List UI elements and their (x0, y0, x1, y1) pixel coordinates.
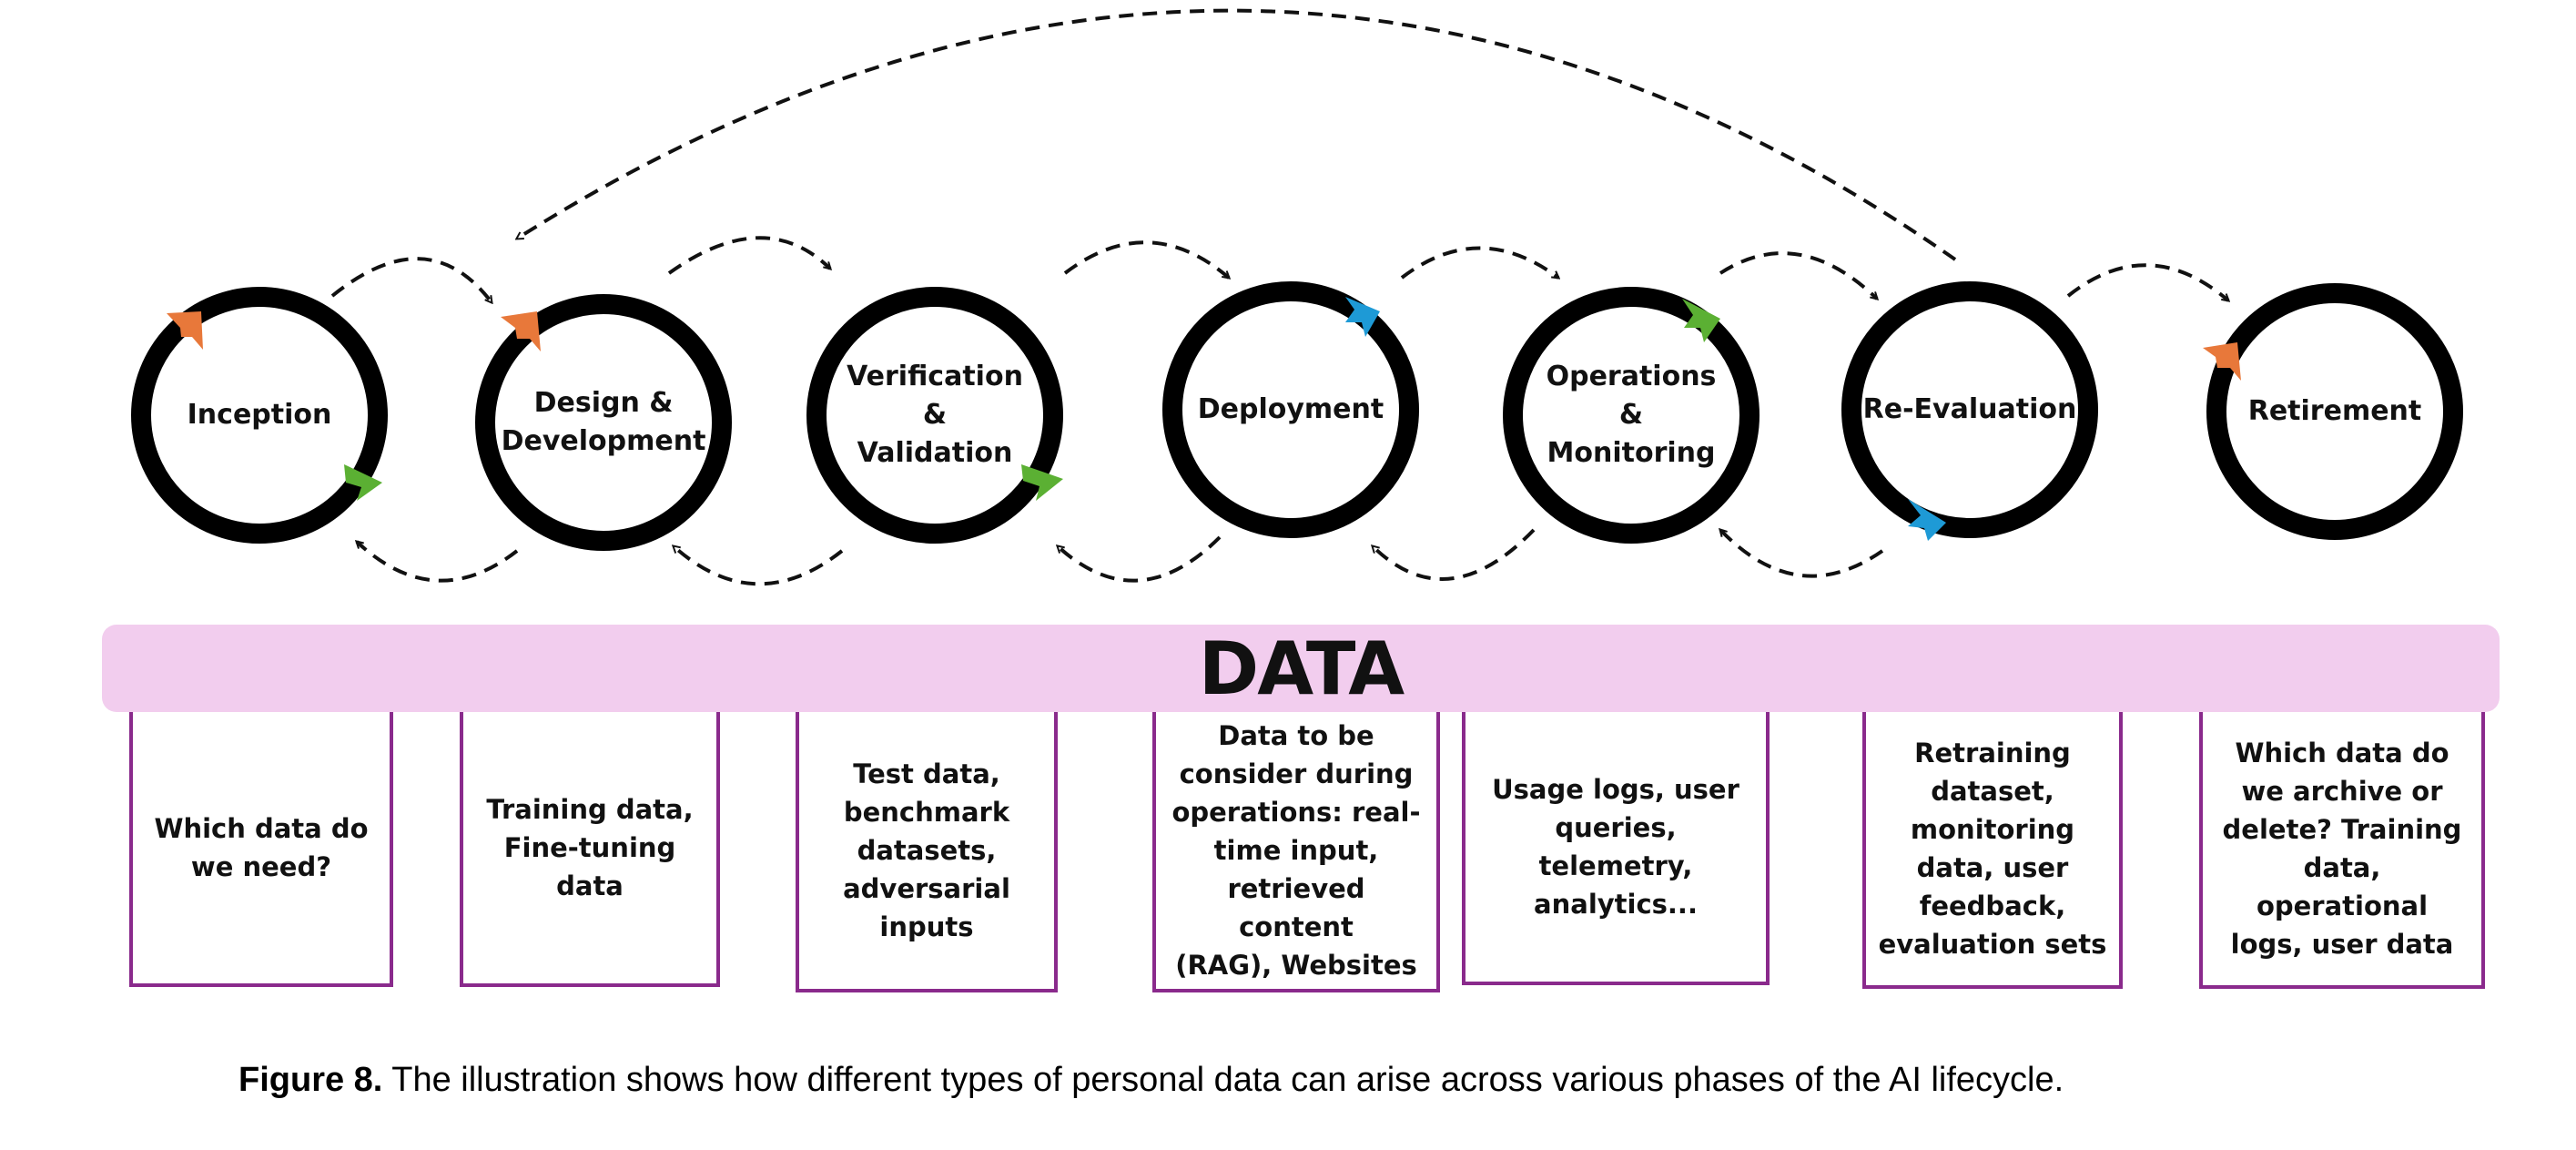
figure-caption: Figure 8. The illustration shows how dif… (238, 1061, 2423, 1100)
phase-label-retirement: Retirement (2247, 395, 2422, 427)
green-arrow-icon (1021, 464, 1063, 501)
ring-inception (131, 287, 388, 544)
data-bar: DATA (102, 625, 2500, 712)
phase-label-re-evaluation: Re-Evaluation (1862, 393, 2077, 425)
phase-label-verification-validation: Verification & Validation (847, 361, 1023, 469)
ring-retirement (2206, 283, 2463, 540)
ring-deployment (1162, 281, 1419, 538)
forward-arrow (1400, 246, 1558, 279)
ring-verification-validation (806, 287, 1063, 544)
backward-arrow (1720, 530, 1884, 578)
backward-arrow (1373, 528, 1536, 581)
data-box-retirement: Which data do we archive or delete? Trai… (2199, 712, 2485, 989)
orange-arrow-icon (501, 311, 541, 351)
orange-arrow-icon (2203, 342, 2241, 381)
data-box-operations-monitoring: Usage logs, user queries, telemetry, ana… (1462, 712, 1770, 985)
backward-arrow (357, 542, 519, 583)
blue-arrow-icon (1345, 297, 1380, 337)
green-arrow-icon (1682, 299, 1720, 342)
data-box-design-development: Training data, Fine-tuning data (460, 712, 720, 987)
data-box-verification-validation: Test data, benchmark datasets, adversari… (796, 712, 1058, 992)
forward-arrow (1063, 240, 1229, 278)
phase-label-design-development: Design & Development (501, 387, 706, 457)
forward-arrow (667, 236, 830, 275)
data-bar-title: DATA (1198, 626, 1405, 711)
phase-rings (131, 281, 2463, 551)
ring-design-development (475, 294, 732, 551)
connector-arrows (330, 8, 2228, 586)
forward-arrow (330, 257, 492, 302)
re-evaluation-loop-arrow (517, 8, 1957, 261)
orange-arrow-icon (167, 311, 203, 350)
phase-label-deployment: Deployment (1197, 393, 1384, 425)
data-box-inception: Which data do we need? (129, 712, 393, 987)
backward-arrow (674, 546, 844, 586)
green-arrow-icon (344, 464, 382, 501)
data-box-re-evaluation: Retraining dataset, monitoring data, use… (1862, 712, 2123, 989)
data-box-deployment: Data to be consider during operations: r… (1152, 712, 1440, 992)
backward-arrow (1058, 535, 1222, 583)
phase-label-inception: Inception (187, 399, 332, 431)
forward-arrow (1719, 251, 1877, 299)
forward-arrow (2066, 263, 2228, 300)
blue-arrow-icon (1908, 499, 1946, 541)
ring-markers (167, 297, 2241, 541)
caption-text: The illustration shows how different typ… (382, 1061, 2064, 1099)
caption-label: Figure 8. (238, 1061, 383, 1099)
ring-re-evaluation (1841, 281, 2098, 538)
phase-label-operations-monitoring: Operations & Monitoring (1546, 361, 1717, 469)
ring-operations-monitoring (1503, 287, 1760, 544)
